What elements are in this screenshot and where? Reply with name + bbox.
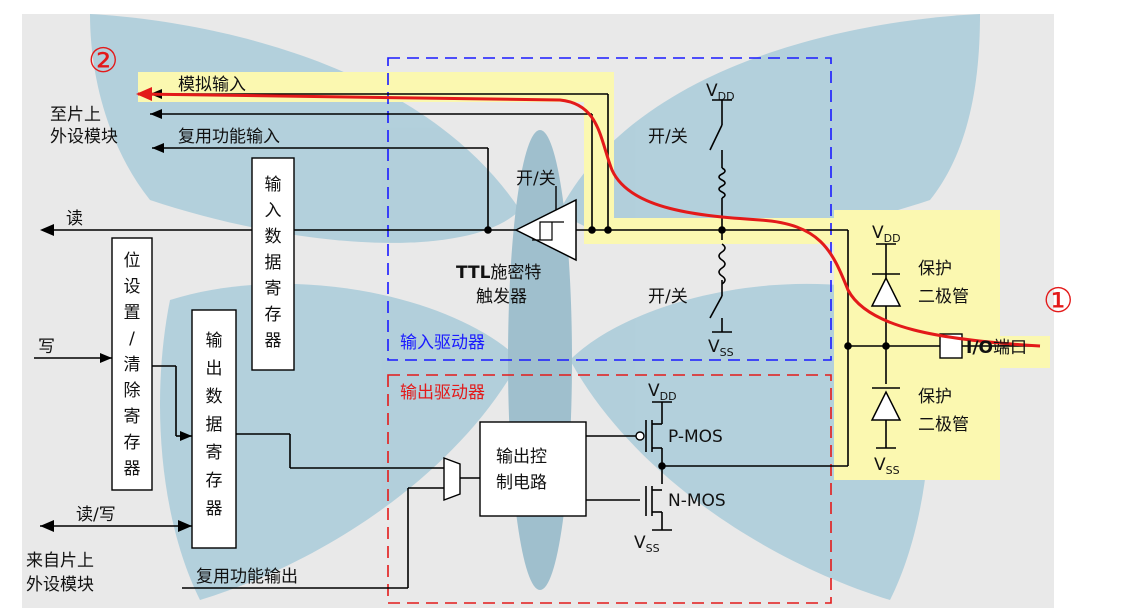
nmos-label: N-MOS [668, 491, 726, 511]
register-char: 器 [265, 331, 282, 351]
output-driver-label: 输出驱动器 [400, 383, 485, 403]
protection-diode-top [870, 268, 902, 307]
register-char: 存 [265, 305, 282, 325]
vdd-output-label: VDD [648, 381, 677, 403]
bit-set-clear-register [111, 237, 153, 491]
output-driver-region [387, 374, 832, 604]
register-char: 据 [206, 415, 223, 435]
vdd-protect-label: VDD [872, 223, 901, 245]
analog-signal-path [137, 92, 1041, 348]
register-char: 寄 [265, 279, 282, 299]
marker-one: ① [1043, 281, 1073, 321]
register-char: 寄 [124, 407, 141, 427]
register-char: 输 [265, 175, 282, 195]
trigger-switch-label: 开/关 [516, 169, 556, 189]
register-char: 清 [124, 355, 141, 375]
register-char: 器 [124, 459, 141, 479]
register-char: 器 [206, 499, 223, 519]
analog-highlight [138, 72, 1050, 480]
register-char: 出 [206, 359, 223, 379]
vss-input-label: VSS [708, 337, 734, 359]
pullup-resistor [718, 167, 726, 199]
junction-dots [484, 226, 890, 470]
schmitt-trigger [514, 186, 577, 262]
register-char: 存 [206, 471, 223, 491]
pmos-gate-bubble [635, 431, 645, 441]
from-peripheral-line2: 外设模块 [26, 575, 94, 595]
pullup-switch [709, 124, 723, 151]
input-driver-label: 输入驱动器 [400, 333, 485, 353]
register-char: / [129, 329, 135, 349]
read-label: 读 [66, 209, 83, 229]
marker-two: ② [88, 41, 118, 81]
input-driver-region [387, 57, 832, 361]
pmos-label: P-MOS [668, 427, 723, 447]
output-data-register [191, 309, 237, 549]
vss-protect-label: VSS [874, 455, 900, 477]
register-char: 数 [265, 227, 282, 247]
to-peripheral-line1: 至片上 [50, 105, 101, 125]
protect-top-line1: 保护 [918, 259, 952, 279]
io-port-label: I/O端口 [966, 338, 1027, 358]
register-char: 置 [124, 303, 141, 323]
protection-diode-bottom [870, 387, 902, 421]
protect-bottom-line2: 二极管 [918, 415, 969, 435]
analog-input-label: 模拟输入 [178, 75, 246, 95]
output-mux [443, 456, 461, 502]
protect-bottom-line1: 保护 [918, 387, 952, 407]
vss-output-label: VSS [634, 533, 660, 555]
ttl-trigger-label-line2: 触发器 [476, 287, 527, 307]
register-char: 输 [206, 331, 223, 351]
ttl-trigger-label-line1: TTL施密特 [456, 263, 541, 283]
register-char: 入 [265, 201, 282, 221]
read-write-label: 读/写 [76, 505, 116, 525]
pulldown-switch-label: 开/关 [648, 287, 688, 307]
register-char: 位 [124, 251, 141, 271]
analog-path-arrowhead [136, 87, 152, 101]
output-control-circuit [479, 421, 587, 517]
to-peripheral-line2: 外设模块 [50, 127, 118, 147]
register-char: 寄 [206, 443, 223, 463]
register-char: 数 [206, 387, 223, 407]
output-control-line1: 输出控 [496, 447, 547, 467]
io-port-pad [939, 333, 963, 359]
register-char: 存 [124, 433, 141, 453]
register-char: 除 [124, 381, 141, 401]
pulldown-resistor [718, 243, 726, 285]
register-char: 设 [124, 277, 141, 297]
from-peripheral-line1: 来自片上 [26, 551, 94, 571]
protect-top-line2: 二极管 [918, 287, 969, 307]
vdd-input-label: VDD [706, 81, 735, 103]
write-label: 写 [38, 337, 55, 357]
pulldown-switch [709, 295, 723, 319]
alt-func-output-label: 复用功能输出 [196, 567, 298, 587]
pullup-switch-label: 开/关 [648, 127, 688, 147]
output-control-line2: 制电路 [496, 473, 547, 493]
input-data-register [251, 157, 295, 371]
register-char: 据 [265, 253, 282, 273]
alt-func-input-label: 复用功能输入 [178, 127, 280, 147]
